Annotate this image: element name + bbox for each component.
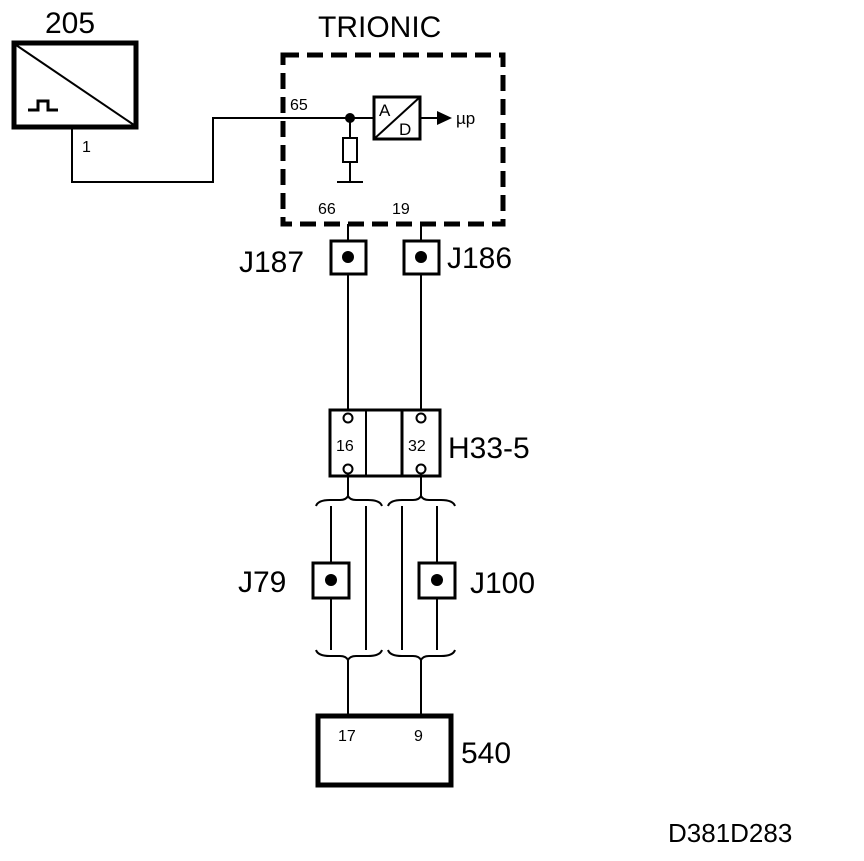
ecu-title: TRIONIC <box>318 11 441 44</box>
junction-j100: J100 <box>417 561 535 600</box>
junction-j79: J79 <box>238 561 351 600</box>
resistor-icon <box>342 137 358 163</box>
j79-label: J79 <box>238 566 286 599</box>
connector-label: H33-5 <box>448 432 530 465</box>
j100-label: J100 <box>470 567 535 600</box>
ecu-boundary <box>280 52 506 227</box>
unit-540: 17 9 540 <box>315 713 511 788</box>
trionic-ecu: TRIONIC 65 A D µp 66 19 <box>280 11 506 227</box>
unit-pin-9: 9 <box>414 728 423 745</box>
junction-j187: J187 <box>239 239 368 279</box>
sensor-id-label: 205 <box>45 7 95 40</box>
microprocessor-label: µp <box>456 109 475 128</box>
pulse-signal-icon <box>28 99 58 112</box>
sensor-205: 205 1 <box>11 7 139 156</box>
junction-j186: J186 <box>402 239 512 276</box>
diagram-code: D381D283 <box>668 818 792 848</box>
brace-top-left <box>315 493 383 507</box>
adc-a-label: A <box>379 101 391 120</box>
brace-top-right <box>387 493 456 507</box>
wire-sensor-to-ecu <box>71 117 350 183</box>
adc-d-label: D <box>399 120 411 139</box>
j186-label: J186 <box>447 242 512 275</box>
connector-h33-5: 16 32 H33-5 <box>328 408 530 478</box>
brace-bottom-right <box>387 649 456 663</box>
connector-pin-32: 32 <box>408 438 426 455</box>
j187-label: J187 <box>239 246 304 279</box>
brace-bottom-left <box>315 649 383 663</box>
connector-pin-16: 16 <box>336 438 354 455</box>
ecu-pin-65: 65 <box>290 97 308 114</box>
ecu-pin-19: 19 <box>392 201 410 218</box>
unit-pin-17: 17 <box>338 728 356 745</box>
arrow-right-icon <box>437 111 452 125</box>
ecu-pin-66: 66 <box>318 201 336 218</box>
sensor-pin-label: 1 <box>82 139 91 156</box>
unit-540-label: 540 <box>461 737 511 770</box>
